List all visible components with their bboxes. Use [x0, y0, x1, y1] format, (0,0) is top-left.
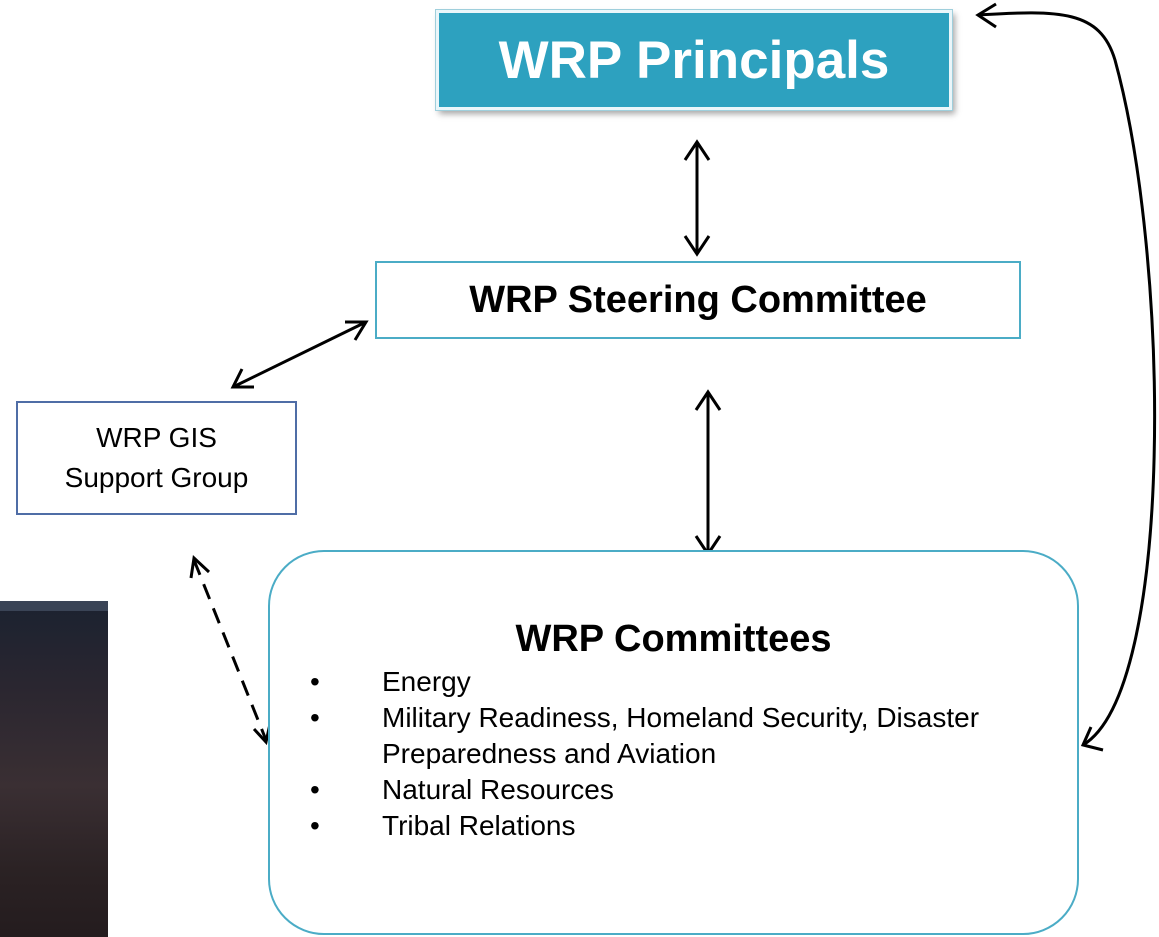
wrp-steering-committee-label: WRP Steering Committee [469, 278, 927, 321]
wrp-committees-box: WRP Committees • Energy • Military Readi… [268, 550, 1079, 935]
arrowhead-gis-bottom [189, 554, 211, 579]
list-item: • Energy [306, 664, 992, 700]
arrowhead-steering-bottom [694, 389, 722, 411]
gis-label-line-1: WRP GIS [96, 422, 217, 453]
connector-gis-committees [192, 559, 268, 741]
wrp-gis-support-group-box: WRP GIS Support Group [16, 401, 297, 515]
arrowhead-steering-left [345, 320, 369, 341]
bullet-icon: • [310, 702, 320, 733]
background-photo [0, 601, 108, 937]
arrowhead-steering-top [683, 235, 711, 257]
connector-committees-principals [977, 11, 1157, 747]
arrowhead-committees-right [1080, 726, 1104, 752]
committee-item-text: Natural Resources [382, 774, 614, 805]
committees-list: • Energy • Military Readiness, Homeland … [306, 664, 992, 844]
wrp-committees-title: WRP Committees [515, 618, 832, 660]
gis-label-line-2: Support Group [64, 462, 249, 493]
bullet-icon: • [310, 810, 320, 841]
bullet-icon: • [310, 666, 320, 697]
connector-steering-gis [232, 320, 367, 389]
arrowhead-principals-right [975, 2, 997, 29]
committee-item-text: Military Readiness, Homeland Security, D… [382, 702, 980, 769]
background-photo-edge [0, 601, 108, 611]
wrp-steering-committee-box: WRP Steering Committee [375, 261, 1021, 339]
list-item: • Military Readiness, Homeland Security,… [306, 700, 992, 772]
bullet-icon: • [310, 774, 320, 805]
wrp-principals-box: WRP Principals [436, 10, 952, 110]
arrowhead-principals-top [683, 139, 711, 161]
committee-item-text: Energy [382, 666, 471, 697]
committee-item-text: Tribal Relations [382, 810, 576, 841]
list-item: • Tribal Relations [306, 808, 992, 844]
list-item: • Natural Resources [306, 772, 992, 808]
arrowhead-gis-right [230, 368, 254, 389]
wrp-principals-label: WRP Principals [498, 30, 890, 90]
